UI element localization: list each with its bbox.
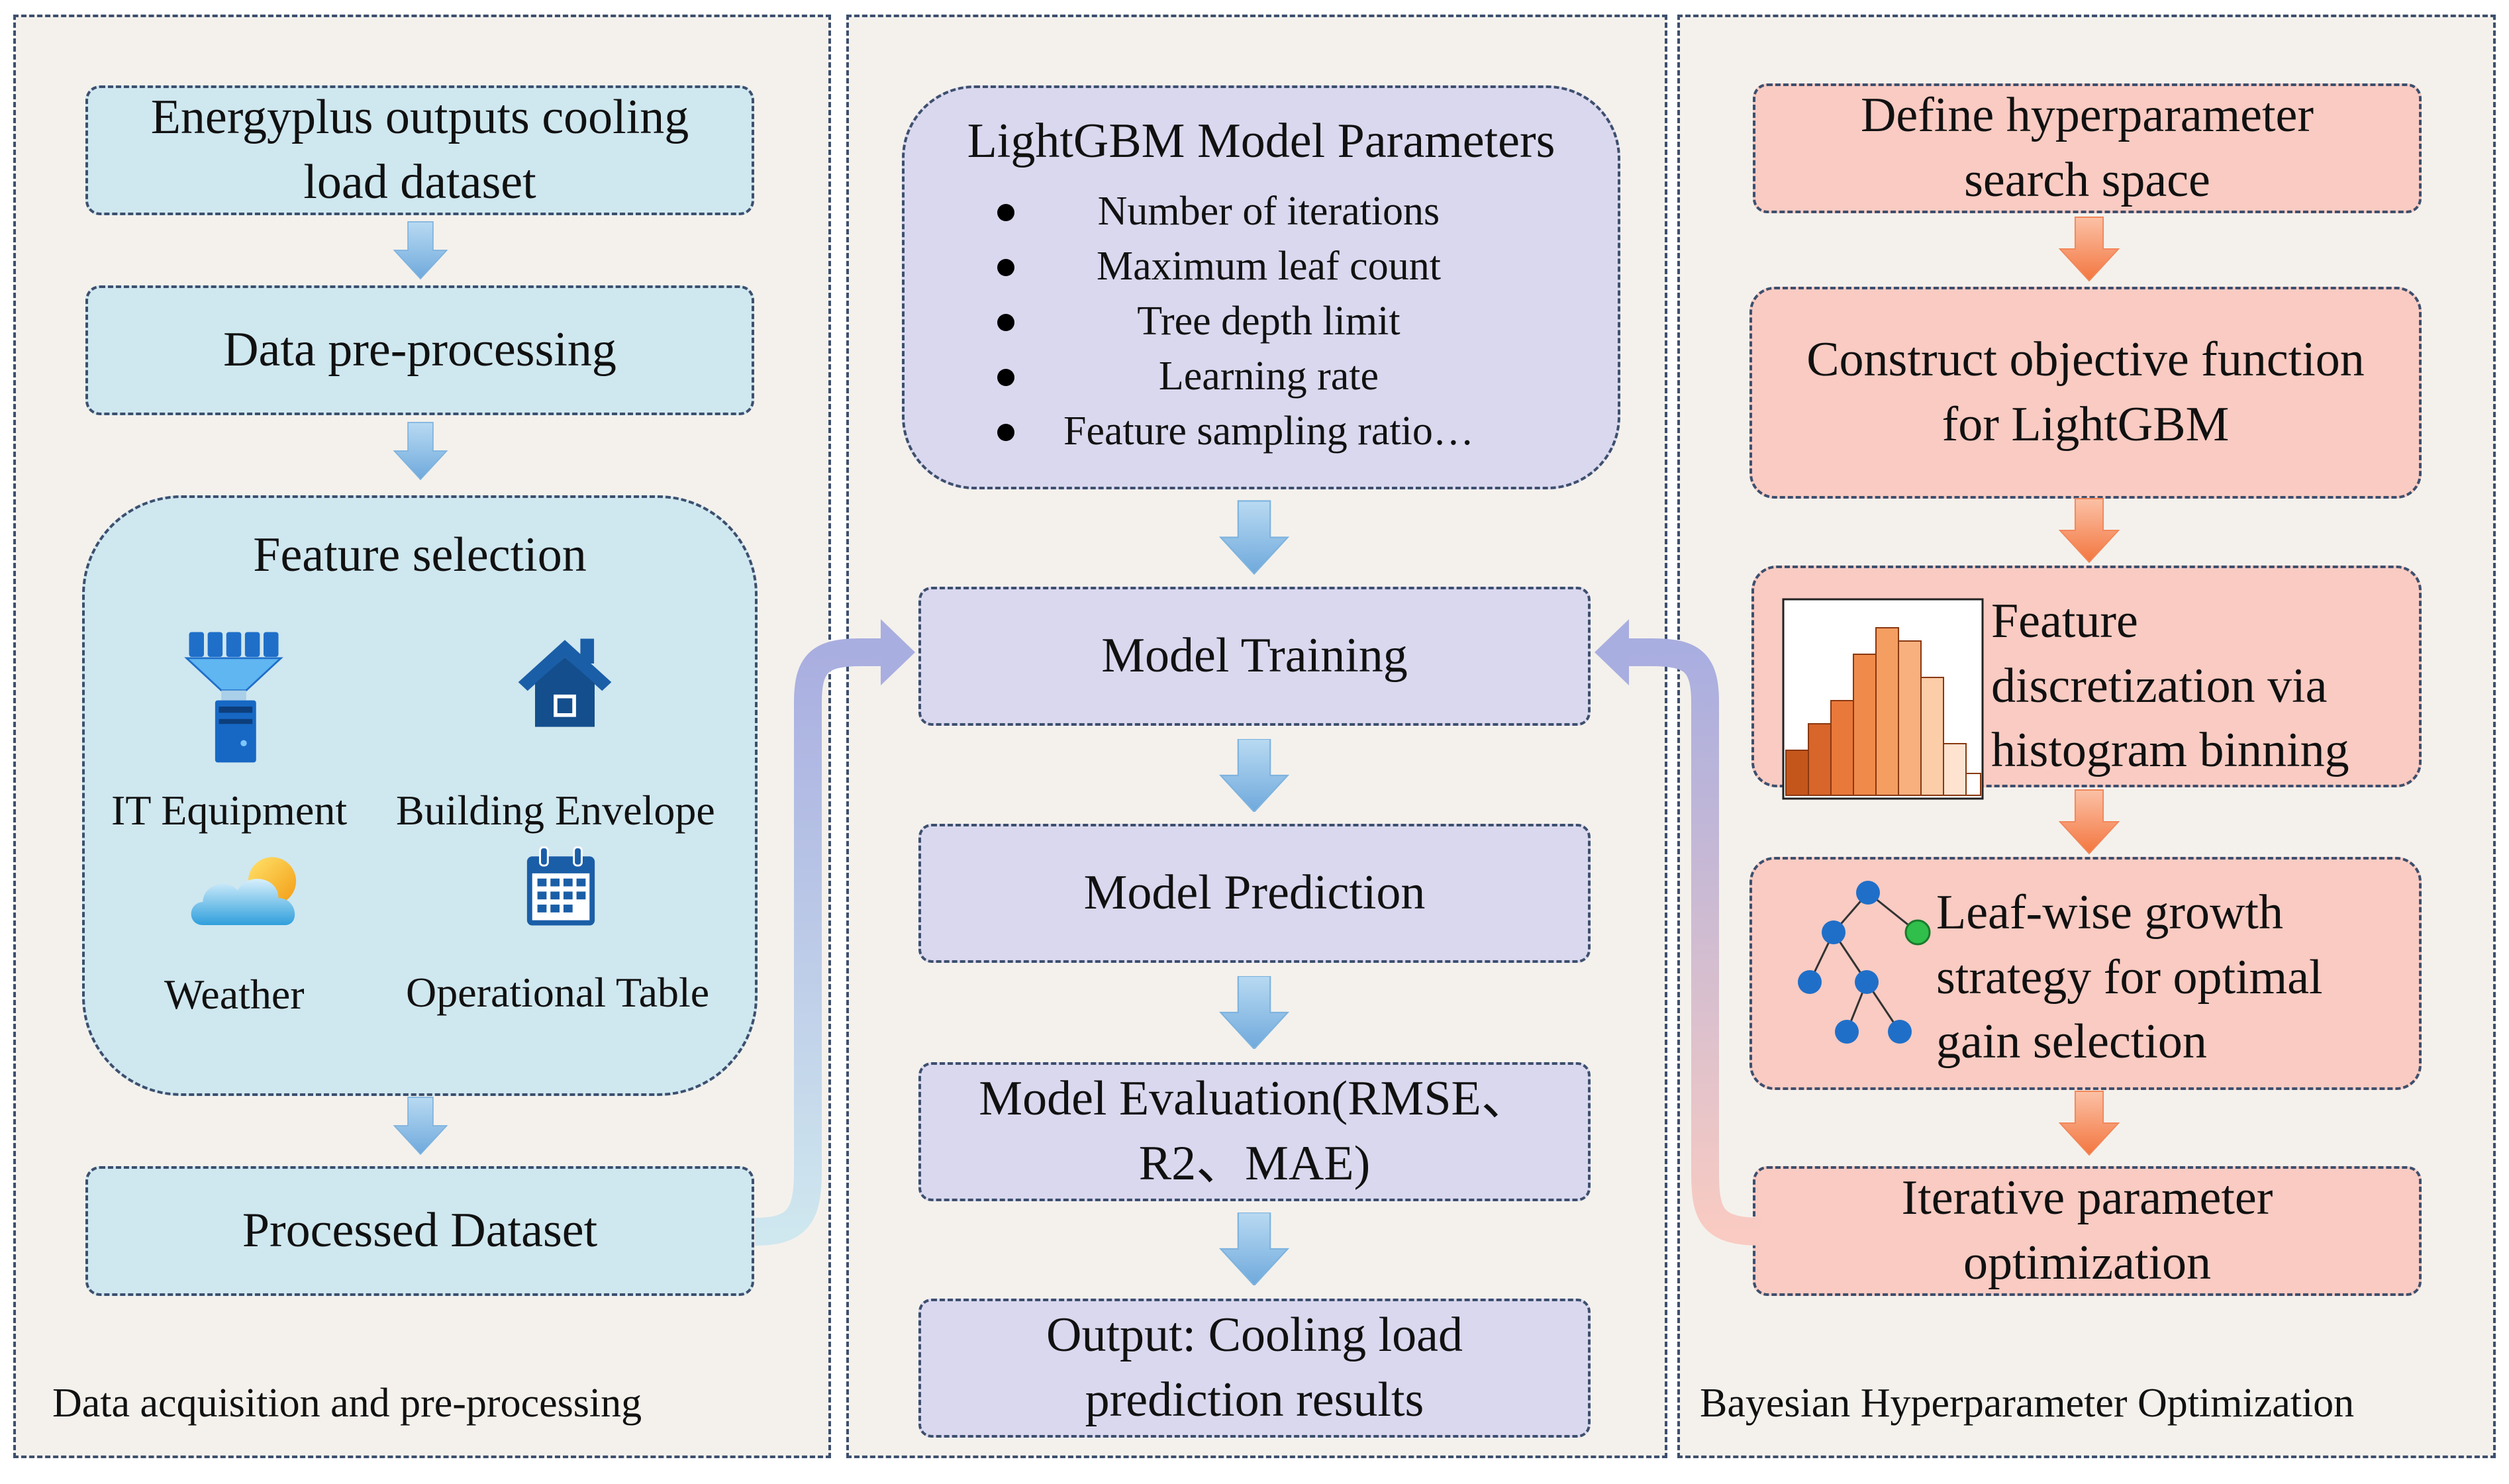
bayesian-optimization-panel: Define hyperparameter search space Const… [1677, 15, 2496, 1458]
histogram-icon [1782, 598, 1984, 800]
building-envelope-label: Building Envelope [396, 787, 715, 834]
down-arrow-icon [2057, 497, 2121, 564]
parameter-item: Tree depth limit [997, 294, 1474, 349]
down-arrow-icon [1218, 1212, 1291, 1285]
feature-selection-title: Feature selection [253, 528, 587, 582]
weather-cloud-sun-icon [191, 857, 297, 925]
feature-selection-box: Feature selection IT Equipment Building … [82, 495, 758, 1096]
operational-table-label: Operational Table [406, 969, 710, 1016]
down-arrow-icon [1218, 739, 1291, 812]
model-training-box: Model Training [918, 587, 1591, 726]
data-preprocessing-box: Data pre-processing [85, 285, 754, 415]
processed-dataset-box: Processed Dataset [85, 1166, 754, 1296]
energyplus-dataset-box: Energyplus outputs cooling load dataset [85, 85, 754, 215]
panel-label-right: Bayesian Hyperparameter Optimization [1700, 1381, 2355, 1426]
leaf-wise-growth-text: Leaf-wise growth strategy for optimal ga… [1936, 885, 2323, 1069]
parameter-list: Number of iterations Maximum leaf count … [997, 184, 1474, 459]
it-equipment-label: IT Equipment [111, 787, 348, 834]
panel-label-left: Data acquisition and pre-processing [52, 1381, 642, 1426]
lightgbm-panel: LightGBM Model Parameters Number of iter… [846, 15, 1667, 1458]
parameter-item: Number of iterations [997, 184, 1474, 239]
down-arrow-icon [1218, 499, 1291, 575]
down-arrow-icon [2057, 789, 2121, 855]
house-icon [518, 638, 612, 727]
down-arrow-icon [392, 218, 449, 283]
down-arrow-icon [392, 1093, 449, 1158]
down-arrow-icon [2057, 1090, 2121, 1156]
model-parameters-box: LightGBM Model Parameters Number of iter… [902, 85, 1620, 489]
iterative-optimization-box: Iterative parameter optimization [1753, 1166, 2422, 1296]
tree-diagram-icon [1798, 881, 1931, 1044]
down-arrow-icon [2057, 216, 2121, 282]
histogram-binning-text: Feature discretization via histogram bin… [1991, 594, 2349, 778]
search-space-box: Define hyperparameter search space [1753, 83, 2422, 213]
down-arrow-icon [392, 419, 449, 483]
calendar-icon [526, 846, 595, 926]
leaf-wise-growth-box: Leaf-wise growth strategy for optimal ga… [1749, 857, 2422, 1090]
parameter-item: Learning rate [997, 349, 1474, 404]
server-filter-icon [184, 632, 283, 763]
data-acquisition-panel: Energyplus outputs cooling load dataset … [13, 15, 831, 1458]
output-results-box: Output: Cooling load prediction results [918, 1299, 1591, 1438]
model-parameters-title: LightGBM Model Parameters [967, 114, 1555, 168]
histogram-binning-box: Feature discretization via histogram bin… [1751, 566, 2422, 800]
parameter-item: Maximum leaf count [997, 239, 1474, 294]
weather-label: Weather [164, 971, 305, 1018]
model-prediction-box: Model Prediction [918, 824, 1591, 963]
down-arrow-icon [1218, 976, 1291, 1049]
parameter-item: Feature sampling ratio… [997, 404, 1474, 459]
objective-function-box: Construct objective function for LightGB… [1749, 287, 2422, 499]
model-evaluation-box: Model Evaluation(RMSE、R2、MAE) [918, 1062, 1591, 1201]
